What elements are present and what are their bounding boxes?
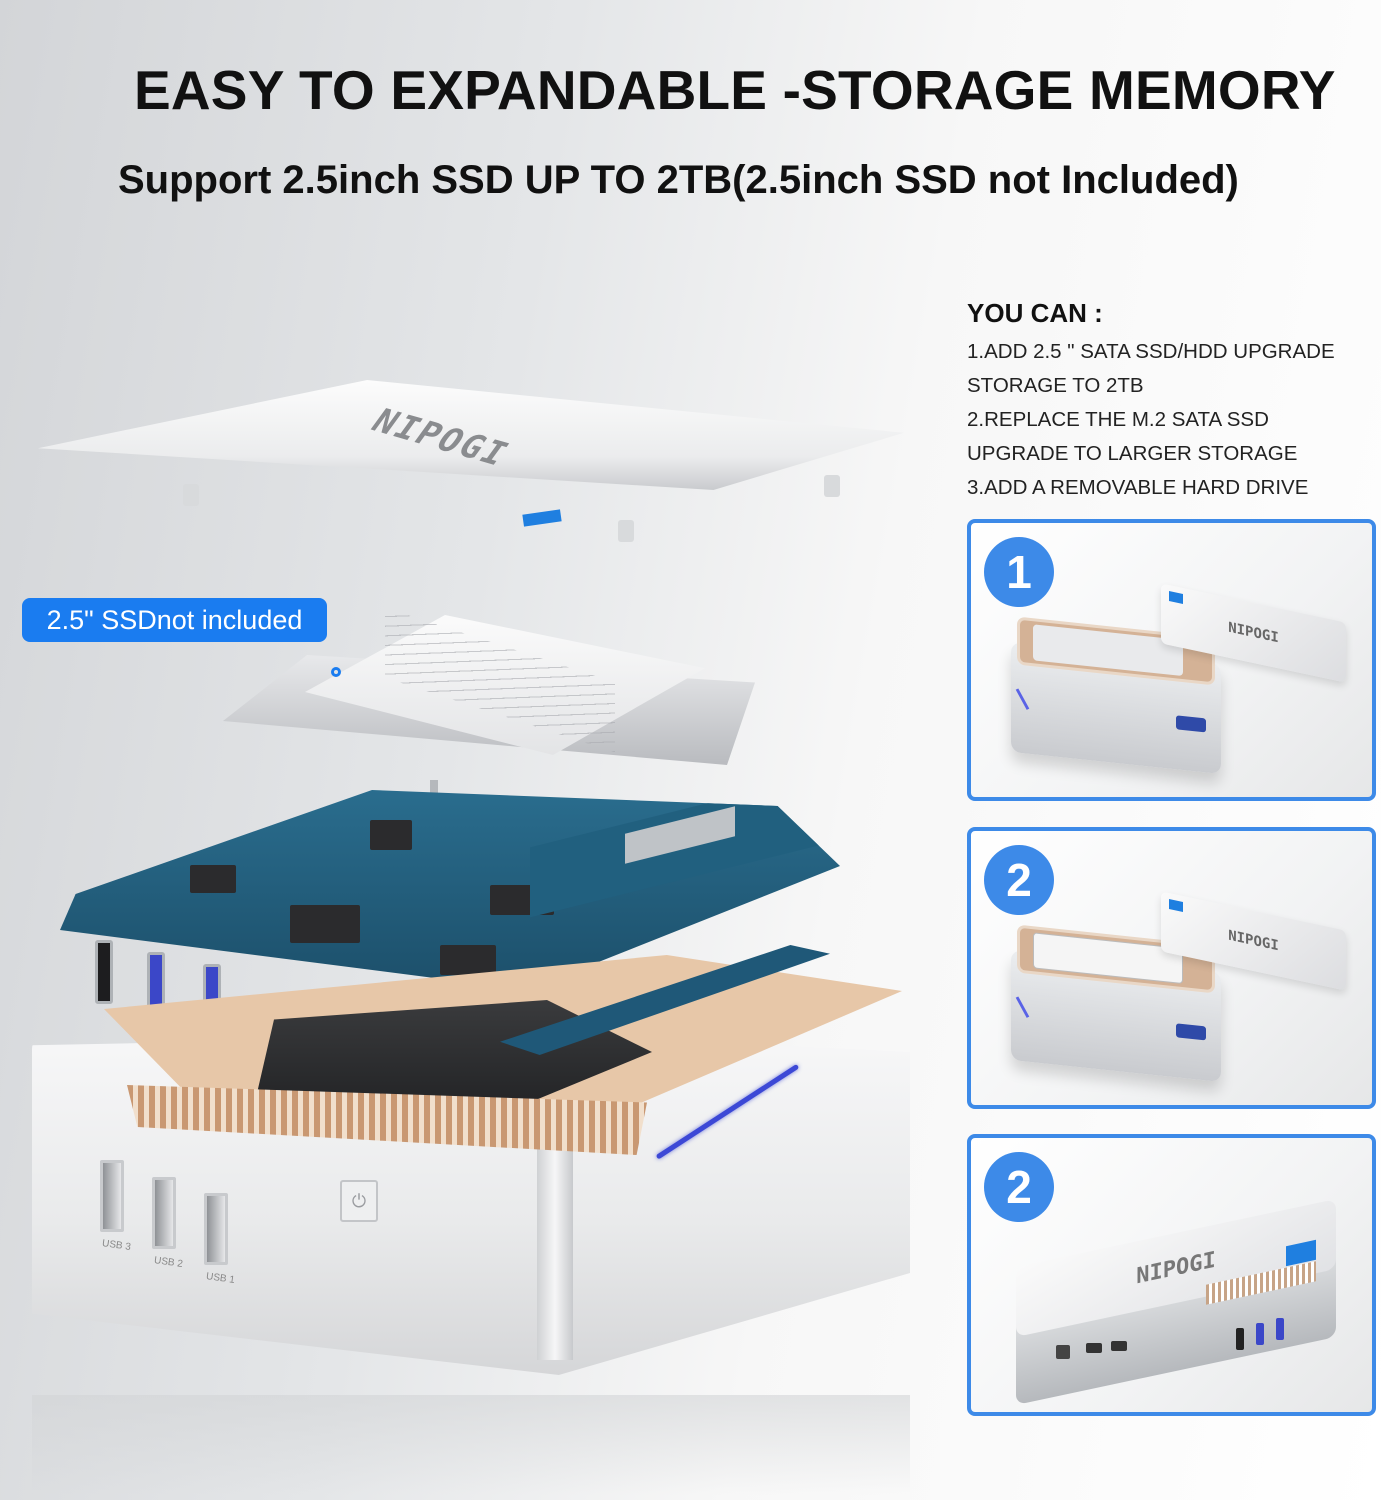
led-light-strip [1015,688,1030,710]
chip [370,820,412,850]
vga-port [1176,715,1206,733]
ram-module [530,790,830,918]
chip [440,945,496,975]
lid-clip [824,475,840,497]
lid-brand-logo: NIPOGI [1228,927,1279,955]
chip [290,905,360,943]
step-number-badge: 2 [984,845,1054,915]
page-headline: EASY TO EXPANDABLE -STORAGE MEMORY [134,59,1336,121]
you-can-line: 2.REPLACE THE M.2 SATA SSD [967,408,1269,431]
lan-port [1056,1345,1070,1359]
usb-port [1236,1328,1244,1350]
closed-case-image: NIPOGI [1016,1198,1336,1406]
screw-marker-icon [331,667,341,677]
open-case-image [1011,616,1221,775]
intel-badge-icon [1169,591,1183,605]
you-can-list: YOU CAN : 1.ADD 2.5 " SATA SSD/HDD UPGRA… [967,298,1381,505]
lid-brand-logo: NIPOGI [1136,1247,1216,1289]
chip [190,865,236,893]
you-can-title: YOU CAN : [967,298,1103,328]
step-number-badge: 2 [984,1152,1054,1222]
ssd-not-included-callout: 2.5" SSDnot included [22,598,327,642]
floor-reflection [32,1395,910,1495]
step-card-2: 2 NIPOGI [967,827,1376,1109]
usb-port-1 [204,1193,228,1265]
usb-port-2 [152,1177,176,1249]
ram-label [625,806,735,864]
hdd-tray [155,605,795,785]
page-subheadline: Support 2.5inch SSD UP TO 2TB(2.5inch SS… [118,158,1239,202]
open-case-image [1011,924,1221,1083]
lid-clip [618,520,634,542]
vga-port [1176,1023,1206,1041]
usb-port [95,940,113,1004]
chassis: USB 3 USB 2 USB 1 ⏻ [32,955,910,1395]
hdmi-port [1111,1341,1127,1351]
you-can-line: 1.ADD 2.5 " SATA SSD/HDD UPGRADE [967,340,1335,363]
top-lid: NIPOGI [38,380,904,542]
power-icon: ⏻ [340,1180,378,1222]
intel-badge-icon [1169,899,1183,913]
led-light-strip [1015,996,1030,1018]
step-card-3: 2 NIPOGI [967,1134,1376,1416]
you-can-line: UPGRADE TO LARGER STORAGE [967,442,1298,465]
usb3-port [1256,1323,1264,1345]
intel-badge-icon [522,509,562,527]
usb3-port [1276,1318,1284,1340]
you-can-line: 3.ADD A REMOVABLE HARD DRIVE [967,476,1309,499]
step-card-1: 1 NIPOGI [967,519,1376,801]
you-can-line: STORAGE TO 2TB [967,374,1144,397]
usb-port-3 [100,1160,124,1232]
hdmi-port [1086,1343,1102,1353]
lid-brand-logo: NIPOGI [1228,619,1279,647]
lid-clip [183,484,199,506]
step-number-badge: 1 [984,537,1054,607]
